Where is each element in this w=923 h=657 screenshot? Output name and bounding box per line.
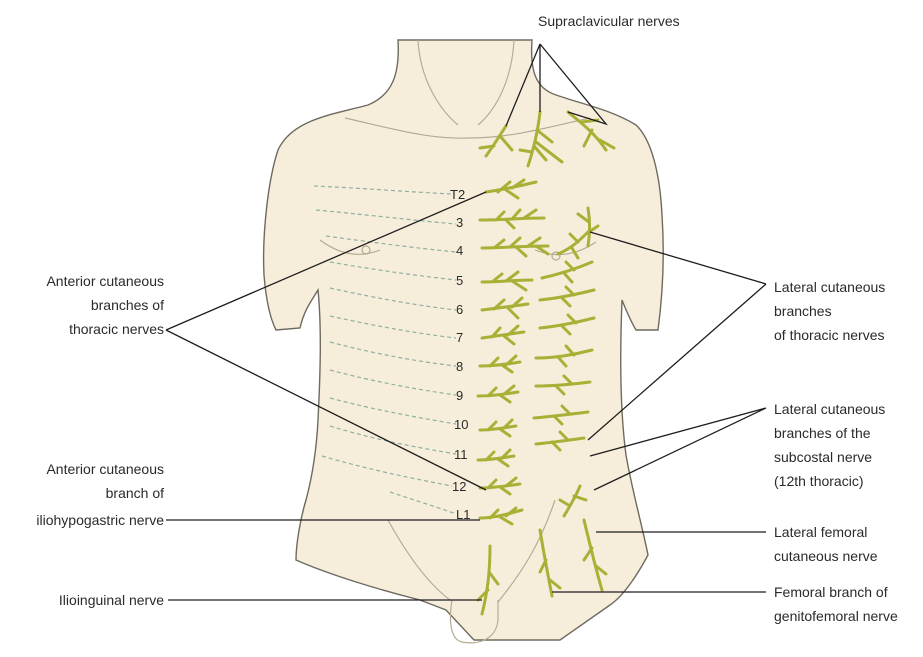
label-iliohypogastric-1: Anterior cutaneous: [46, 461, 164, 477]
label-supraclavicular: Supraclavicular nerves: [538, 13, 680, 29]
label-iliohypogastric-3: iliohypogastric nerve: [36, 512, 164, 528]
level-label-t9: 9: [456, 388, 463, 403]
level-label-t3: 3: [456, 215, 463, 230]
label-genitofemoral-2: genitofemoral nerve: [774, 608, 898, 624]
label-ilioinguinal: Ilioinguinal nerve: [59, 592, 164, 608]
label-lateral-femoral-1: Lateral femoral: [774, 524, 867, 540]
level-label-t2: T2: [450, 187, 465, 202]
level-label-t10: 10: [454, 417, 468, 432]
label-lateral-thoracic-1: Lateral cutaneous: [774, 279, 885, 295]
label-lateral-thoracic-3: of thoracic nerves: [774, 327, 885, 343]
level-label-t7: 7: [456, 330, 463, 345]
level-label-t6: 6: [456, 302, 463, 317]
torso-figure: [264, 40, 664, 643]
torso-outline: [264, 40, 664, 640]
label-lateral-subcostal-4: (12th thoracic): [774, 473, 863, 489]
label-lateral-thoracic-2: branches: [774, 303, 832, 319]
label-lateral-subcostal-3: subcostal nerve: [774, 449, 872, 465]
level-label-t8: 8: [456, 359, 463, 374]
level-label-t5: 5: [456, 273, 463, 288]
level-label-t4: 4: [456, 243, 463, 258]
label-anterior-thoracic-1: Anterior cutaneous: [46, 273, 164, 289]
label-anterior-thoracic-2: branches of: [91, 297, 164, 313]
label-lateral-subcostal-2: branches of the: [774, 425, 871, 441]
level-label-t12: 12: [452, 479, 466, 494]
label-genitofemoral-1: Femoral branch of: [774, 584, 888, 600]
label-anterior-thoracic-3: thoracic nerves: [69, 321, 164, 337]
level-label-t11: 11: [454, 447, 468, 462]
label-lateral-subcostal-1: Lateral cutaneous: [774, 401, 885, 417]
label-iliohypogastric-2: branch of: [106, 485, 164, 501]
label-lateral-femoral-2: cutaneous nerve: [774, 548, 878, 564]
